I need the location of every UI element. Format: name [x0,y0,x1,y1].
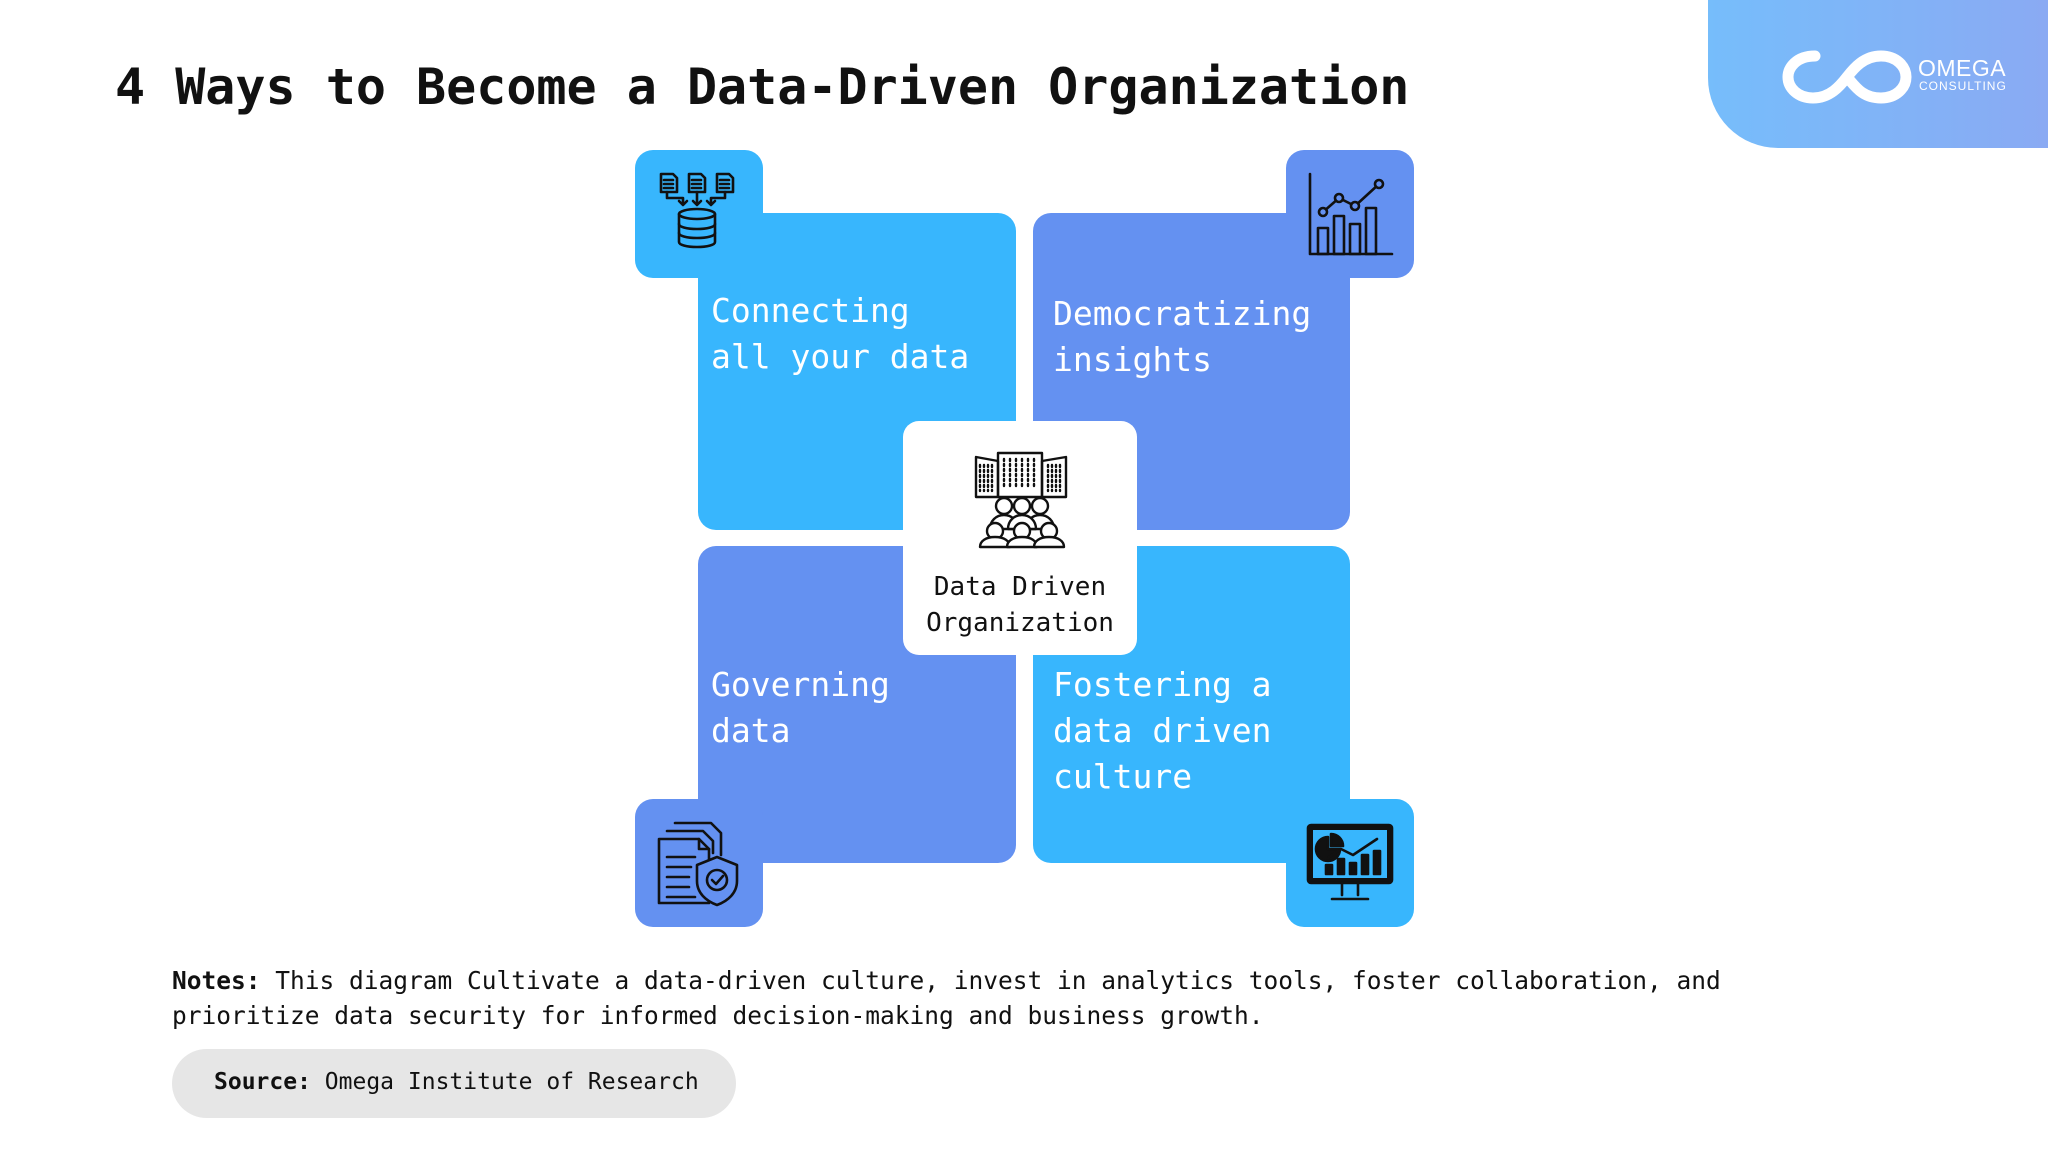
organization-people-icon [974,451,1068,549]
democratizing-icon-box [1286,150,1414,278]
page-title: 4 Ways to Become a Data-Driven Organizat… [115,58,1410,116]
logo-tagline: CONSULTING [1919,79,2007,93]
document-shield-icon [657,821,739,907]
quadrant-connecting-label: Connecting all your data [711,291,970,376]
notes-label: Notes: [172,966,261,995]
quadrant-democratizing-label: Democratizing insights [1053,294,1312,379]
source-pill: Source: Omega Institute of Research [172,1049,736,1118]
quadrant-governing-label: Governing data [711,665,890,750]
logo-name: OMEGA [1918,55,2007,81]
fostering-icon-box [1286,799,1414,927]
governing-icon-box [635,799,763,927]
quadrant-fostering-label: Fostering a data driven culture [1053,665,1272,796]
source-text: Omega Institute of Research [324,1069,699,1095]
center-hub: Data Driven Organization [903,421,1137,655]
connecting-icon-box [635,150,763,278]
logo-banner [1708,0,2048,148]
infinity-logo-icon [1782,50,1912,104]
bar-line-chart-icon [1308,172,1394,256]
monitor-dashboard-icon [1306,823,1394,901]
source-label: Source: [214,1069,311,1095]
notes: Notes: This diagram Cultivate a data-dri… [172,963,1812,1033]
source-line: Source: Omega Institute of Research [214,1069,699,1095]
data-integration-icon [659,172,735,249]
notes-text: This diagram Cultivate a data-driven cul… [172,966,1721,1030]
center-label: Data Driven Organization [926,572,1114,638]
